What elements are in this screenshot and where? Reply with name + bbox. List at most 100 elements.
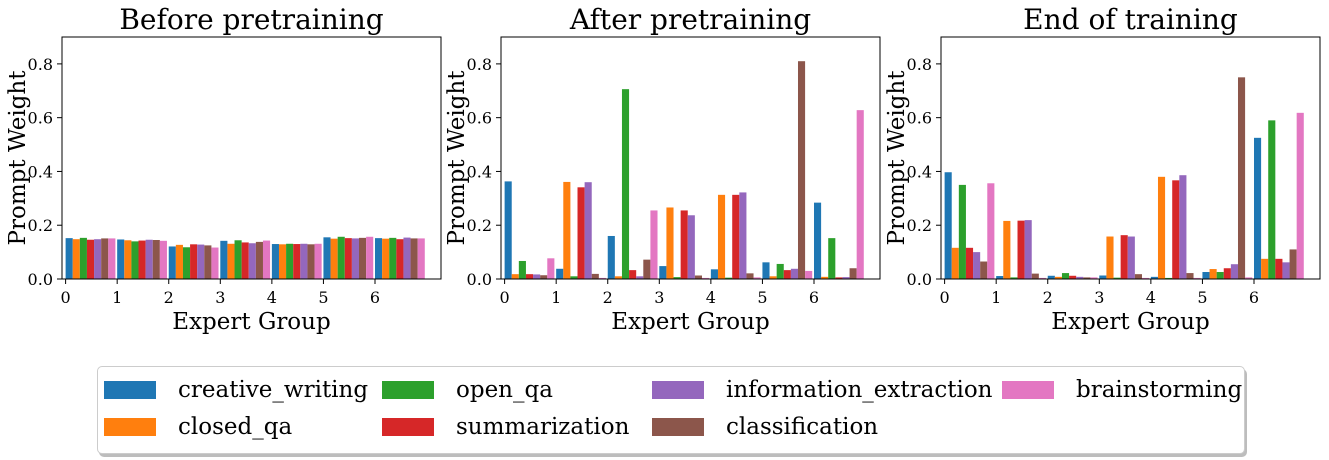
bar-creative-writing-2 xyxy=(168,246,176,279)
bar-brainstorming-5 xyxy=(1245,277,1253,279)
x-axis-label: Expert Group xyxy=(172,309,330,335)
bar-information-extraction-0 xyxy=(973,252,981,279)
bar-summarization-4 xyxy=(732,194,740,279)
x-tick-label: 2 xyxy=(603,288,613,307)
bar-open-qa-6 xyxy=(828,238,836,279)
bar-classification-1 xyxy=(591,273,599,279)
bar-classification-0 xyxy=(101,238,109,279)
bar-closed-qa-0 xyxy=(72,239,80,279)
x-tick-label: 2 xyxy=(164,288,174,307)
y-axis-label: Prompt Weight xyxy=(884,70,910,246)
legend-item-information-extraction: information_extraction xyxy=(652,375,992,405)
bar-brainstorming-0 xyxy=(987,183,995,279)
bar-closed-qa-1 xyxy=(124,240,132,279)
x-tick-label: 0 xyxy=(940,288,950,307)
bar-creative-writing-3 xyxy=(1099,275,1107,279)
bar-brainstorming-3 xyxy=(701,277,710,279)
legend-item-brainstorming: brainstorming xyxy=(1002,375,1242,405)
x-tick-label: 4 xyxy=(1146,288,1156,307)
bar-classification-5 xyxy=(358,237,367,279)
bar-closed-qa-0 xyxy=(951,247,959,279)
x-tick-label: 5 xyxy=(318,288,328,307)
bar-information-extraction-4 xyxy=(300,243,308,279)
bar-information-extraction-3 xyxy=(248,243,256,279)
bar-summarization-4 xyxy=(293,244,301,279)
bar-open-qa-4 xyxy=(286,243,294,279)
chart-title: Before pretraining xyxy=(119,3,383,36)
bar-creative-writing-5 xyxy=(1202,272,1210,279)
bar-closed-qa-5 xyxy=(1209,269,1217,279)
bar-creative-writing-0 xyxy=(504,181,512,279)
bar-classification-1 xyxy=(152,240,160,279)
bar-creative-writing-0 xyxy=(944,172,952,279)
bar-summarization-6 xyxy=(835,277,843,279)
bar-creative-writing-6 xyxy=(1254,137,1262,279)
bar-closed-qa-2 xyxy=(614,276,622,279)
bar-classification-1 xyxy=(1031,273,1039,279)
bar-brainstorming-4 xyxy=(753,277,761,279)
bar-summarization-1 xyxy=(577,187,585,279)
bar-summarization-2 xyxy=(1069,275,1077,279)
legend-label-creative-writing: creative_writing xyxy=(178,377,369,403)
legend-item-creative-writing: creative_writing xyxy=(104,375,368,405)
x-tick-label: 6 xyxy=(809,288,819,307)
bar-brainstorming-4 xyxy=(1193,277,1201,279)
legend: creative_writing closed_qa open_qa summa… xyxy=(97,366,1245,454)
bar-summarization-6 xyxy=(1275,258,1283,279)
bar-summarization-5 xyxy=(1223,268,1231,279)
bar-open-qa-6 xyxy=(389,237,397,279)
bar-open-qa-5 xyxy=(337,236,345,279)
bar-creative-writing-1 xyxy=(117,239,125,279)
bar-summarization-0 xyxy=(965,247,974,279)
y-tick-label: 0.2 xyxy=(467,216,492,235)
bar-closed-qa-6 xyxy=(821,276,829,279)
bar-summarization-5 xyxy=(344,238,352,279)
x-axis-label: Expert Group xyxy=(611,309,769,335)
bar-creative-writing-2 xyxy=(607,235,615,279)
chart-title: After pretraining xyxy=(569,3,811,36)
bar-summarization-4 xyxy=(1172,180,1180,279)
bar-open-qa-4 xyxy=(725,277,733,279)
bar-closed-qa-3 xyxy=(1106,236,1114,279)
y-tick-label: 0.2 xyxy=(907,216,932,235)
legend-swatch-summarization xyxy=(382,418,434,436)
legend-item-open-qa: open_qa xyxy=(382,375,553,405)
bar-open-qa-1 xyxy=(1010,277,1018,279)
bar-brainstorming-5 xyxy=(805,270,813,279)
legend-label-information-extraction: information_extraction xyxy=(726,377,993,403)
bar-open-qa-4 xyxy=(1165,277,1173,279)
bar-open-qa-2 xyxy=(1061,273,1070,279)
bar-information-extraction-6 xyxy=(403,237,411,279)
bar-classification-4 xyxy=(307,244,315,279)
bar-closed-qa-6 xyxy=(1261,258,1269,279)
legend-item-summarization: summarization xyxy=(382,412,629,442)
bar-open-qa-5 xyxy=(776,263,784,279)
bar-brainstorming-4 xyxy=(314,243,322,279)
y-tick-label: 0.4 xyxy=(467,162,492,181)
bar-closed-qa-6 xyxy=(382,238,390,279)
bar-information-extraction-3 xyxy=(1127,236,1135,279)
bar-classification-4 xyxy=(746,273,754,279)
bar-open-qa-0 xyxy=(518,260,526,279)
bar-information-extraction-1 xyxy=(1024,220,1032,279)
y-tick-label: 0.6 xyxy=(28,109,53,128)
bar-classification-6 xyxy=(410,238,418,279)
y-tick-label: 0.0 xyxy=(467,270,492,289)
legend-label-summarization: summarization xyxy=(456,414,630,440)
bar-information-extraction-5 xyxy=(1230,264,1238,279)
bar-open-qa-6 xyxy=(1268,120,1276,279)
bar-brainstorming-0 xyxy=(108,238,116,279)
bar-brainstorming-6 xyxy=(856,110,864,279)
bar-information-extraction-2 xyxy=(197,244,205,279)
bar-brainstorming-2 xyxy=(650,210,658,279)
y-tick-label: 0.4 xyxy=(907,162,932,181)
bar-summarization-3 xyxy=(680,210,688,279)
bar-closed-qa-4 xyxy=(1157,176,1166,279)
x-tick-label: 1 xyxy=(991,288,1001,307)
bar-brainstorming-1 xyxy=(598,277,606,279)
bar-classification-5 xyxy=(797,61,806,280)
x-tick-label: 3 xyxy=(654,288,664,307)
bar-summarization-3 xyxy=(241,242,249,279)
bar-open-qa-2 xyxy=(182,247,191,279)
